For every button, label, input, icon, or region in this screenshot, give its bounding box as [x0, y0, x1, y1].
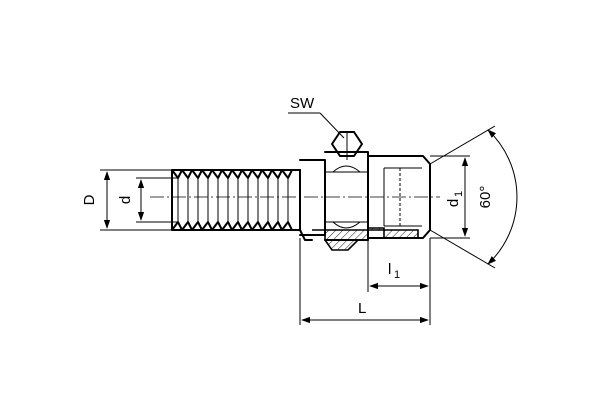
label-angle: 60° [477, 186, 494, 209]
svg-text:1: 1 [453, 191, 465, 197]
label-L: L [358, 300, 366, 317]
label-d1: d 1 [445, 191, 465, 207]
label-D: D [81, 194, 98, 205]
dim-d1 [430, 155, 470, 239]
dim-L [299, 238, 429, 325]
hex-body [299, 131, 369, 241]
svg-text:1: 1 [394, 269, 400, 281]
svg-text:l: l [388, 261, 391, 278]
label-l1: l 1 [388, 261, 400, 281]
label-d: d [117, 196, 134, 204]
hose-tail [171, 169, 313, 241]
dim-angle [429, 125, 518, 269]
dim-l1 [367, 238, 431, 325]
dim-D [100, 169, 172, 231]
svg-text:d: d [445, 199, 462, 207]
sw-leader [288, 112, 345, 139]
label-sw: SW [290, 95, 315, 112]
dim-d [136, 177, 178, 223]
